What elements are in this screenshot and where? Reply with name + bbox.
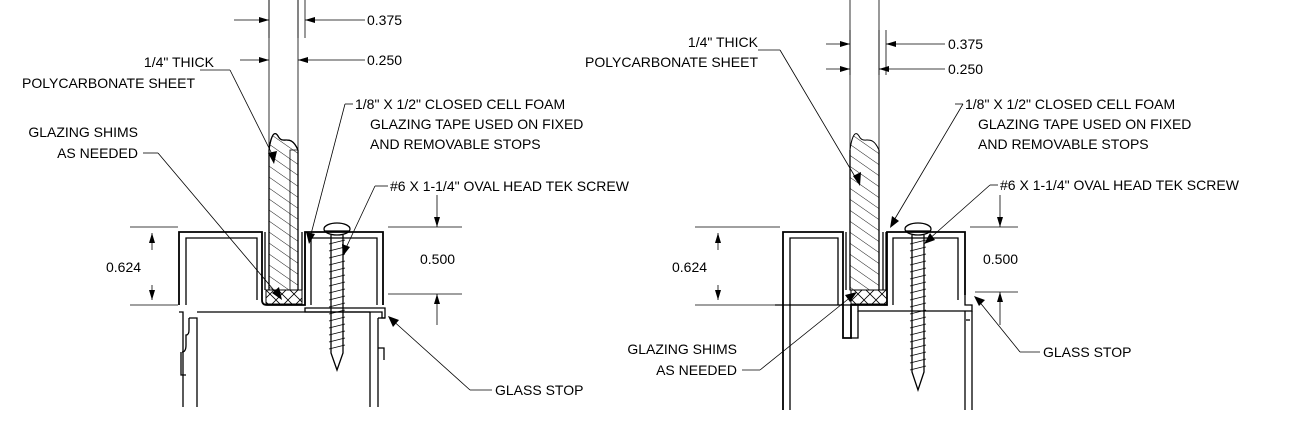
label-shims-line2: AS NEEDED <box>57 145 138 161</box>
label-sheet-line1: 1/4" THICK <box>144 54 215 70</box>
label-tape-line2-right: GLAZING TAPE USED ON FIXED <box>978 116 1191 132</box>
dim-height-left-right: 0.624 <box>672 259 707 275</box>
polycarbonate-sheet-right <box>849 0 880 291</box>
dim-sheet-width-right: 0.250 <box>948 61 983 77</box>
detail-left <box>178 0 386 407</box>
polycarbonate-sheet <box>268 0 299 291</box>
label-screw-right: #6 X 1-1/4" OVAL HEAD TEK SCREW <box>1000 177 1240 193</box>
label-glass-stop-right: GLASS STOP <box>1043 344 1131 360</box>
tek-screw-right <box>904 222 932 393</box>
label-screw: #6 X 1-1/4" OVAL HEAD TEK SCREW <box>390 178 630 194</box>
dim-overall-width-right: 0.375 <box>948 36 983 52</box>
dimensions-right: 0.375 0.250 0.624 0.500 <box>672 30 1018 325</box>
glazing-shims-right <box>850 289 888 305</box>
label-shims-line1-right: GLAZING SHIMS <box>627 341 737 357</box>
label-tape-line3: AND REMOVABLE STOPS <box>370 136 541 152</box>
label-glass-stop: GLASS STOP <box>495 382 583 398</box>
glass-stop <box>179 307 386 407</box>
label-tape-line1: 1/8" X 1/2" CLOSED CELL FOAM <box>355 96 565 112</box>
label-tape-line1-right: 1/8" X 1/2" CLOSED CELL FOAM <box>965 96 1175 112</box>
glazing-shims <box>265 289 303 305</box>
labels-right: 1/4" THICK POLYCARBONATE SHEET 1/8" X 1/… <box>585 34 1240 378</box>
glass-stop-right <box>851 295 973 410</box>
fixed-frame-right <box>775 231 966 410</box>
label-shims-line2-right: AS NEEDED <box>656 362 737 378</box>
label-sheet-line1-right: 1/4" THICK <box>688 34 759 50</box>
detail-right <box>775 0 973 410</box>
tek-screw <box>323 222 351 372</box>
label-shims-line1: GLAZING SHIMS <box>28 124 138 140</box>
label-tape-line3-right: AND REMOVABLE STOPS <box>978 136 1149 152</box>
dim-sheet-width: 0.250 <box>367 52 402 68</box>
label-tape-line2: GLAZING TAPE USED ON FIXED <box>370 116 583 132</box>
dim-height-right-right: 0.500 <box>983 251 1018 267</box>
labels-left: 1/4" THICK POLYCARBONATE SHEET GLAZING S… <box>22 54 630 398</box>
label-sheet-line2: POLYCARBONATE SHEET <box>22 75 195 91</box>
dimensions-left: 0.375 0.250 0.624 0.500 <box>106 0 462 325</box>
dim-height-right: 0.500 <box>420 251 455 267</box>
dim-height-left: 0.624 <box>106 259 141 275</box>
dim-overall-width: 0.375 <box>367 12 402 28</box>
label-sheet-line2-right: POLYCARBONATE SHEET <box>585 54 758 70</box>
fixed-frame <box>178 231 384 306</box>
glazing-tape-right <box>845 232 887 290</box>
